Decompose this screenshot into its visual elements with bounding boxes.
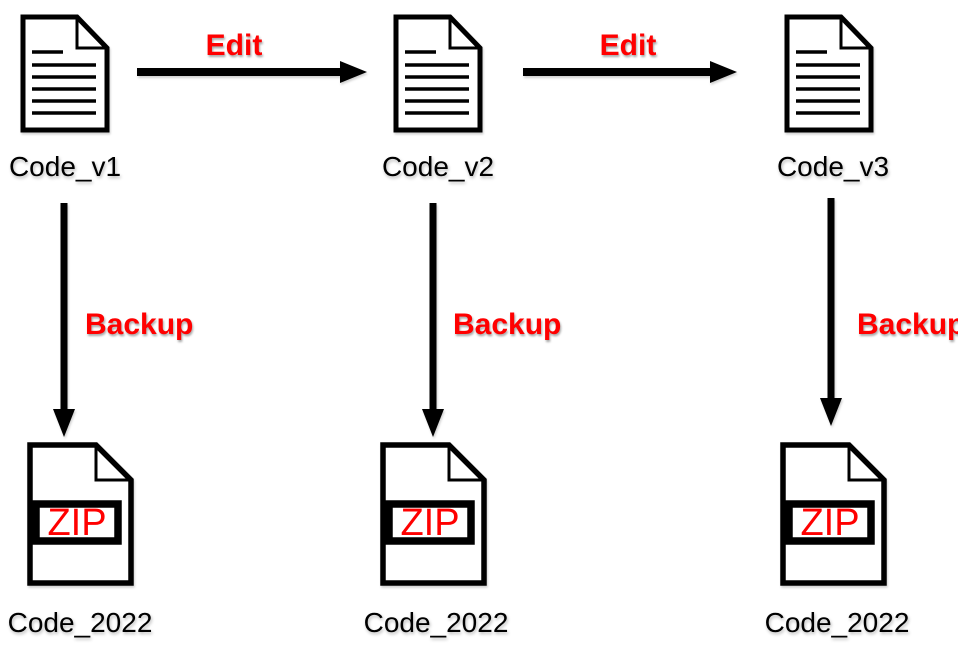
document-icon xyxy=(393,14,483,133)
backup-action-label: Backup xyxy=(857,308,958,341)
edit-action-label: Edit xyxy=(599,29,657,62)
backup-file-label: Code_2022 xyxy=(764,607,910,638)
document-icon xyxy=(20,14,110,133)
zip-document-icon: ZIP xyxy=(27,442,134,586)
arrow-right-icon xyxy=(137,61,367,83)
backup-file-label: Code_2022 xyxy=(7,607,153,638)
source-file-label: Code_v1 xyxy=(8,151,122,182)
backup-action-label: Backup xyxy=(85,308,194,341)
zip-document-icon: ZIP xyxy=(780,442,887,586)
arrow-down-icon xyxy=(422,203,444,437)
arrow-down-icon xyxy=(53,203,75,437)
zip-badge-label: ZIP xyxy=(47,502,106,544)
zip-document-icon: ZIP xyxy=(380,442,487,586)
arrow-down-icon xyxy=(820,198,842,426)
edit-action-label: Edit xyxy=(205,29,263,62)
arrow-right-icon xyxy=(523,61,737,83)
document-icon xyxy=(784,14,874,133)
zip-badge-label: ZIP xyxy=(800,502,859,544)
zip-badge-label: ZIP xyxy=(400,502,459,544)
source-file-label: Code_v2 xyxy=(381,151,495,182)
backup-file-label: Code_2022 xyxy=(363,607,509,638)
source-file-label: Code_v3 xyxy=(776,151,890,182)
backup-action-label: Backup xyxy=(453,308,562,341)
